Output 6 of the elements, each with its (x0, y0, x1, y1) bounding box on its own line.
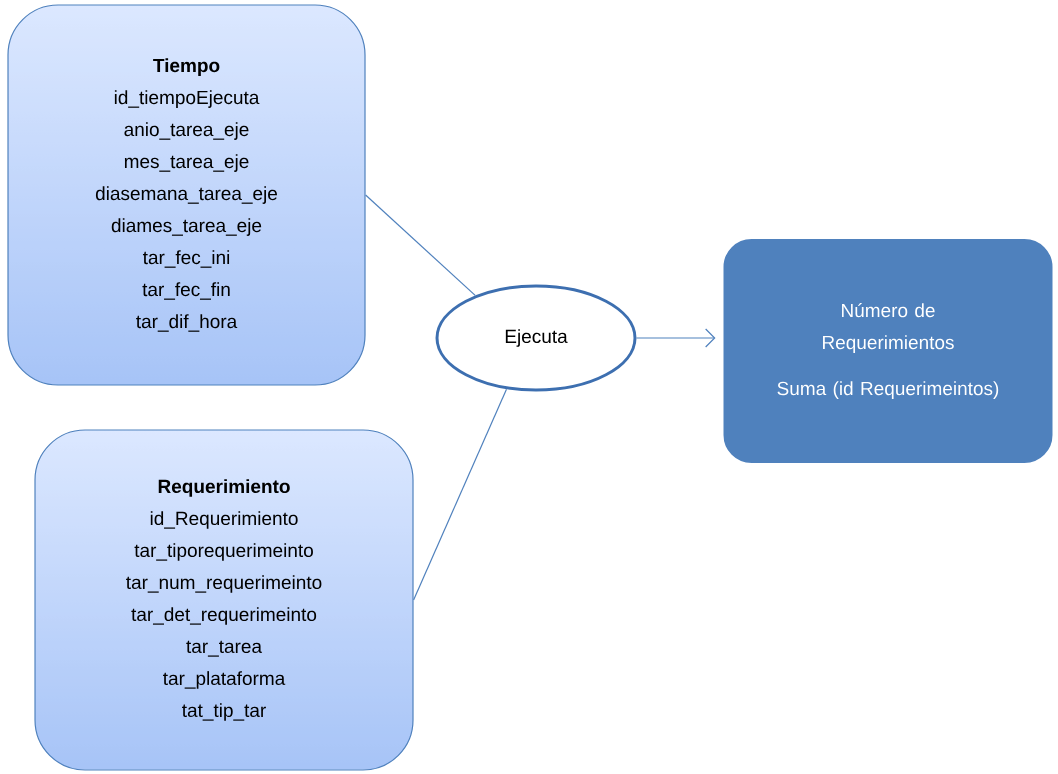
entity-box: Tiempo id_tiempoEjecuta anio_tarea_eje mes_tarea_eje diasemana_tarea_eje diames_tarea_eje tar_fec_ini tar_fec_fin tar_dif_hora (7, 4, 366, 386)
connector-line (413, 388, 508, 601)
arrow (635, 328, 716, 348)
measure-box: Número de Requerimientos Suma (id Requerimeintos) (719, 235, 1057, 467)
connector-line (365, 194, 476, 296)
entity-box: Requerimiento id_Requerimiento tar_tiporequerimeinto tar_num_requerimeinto tar_det_requerimeinto tar_tarea tar_plataforma tat_tip_tar (34, 429, 414, 771)
